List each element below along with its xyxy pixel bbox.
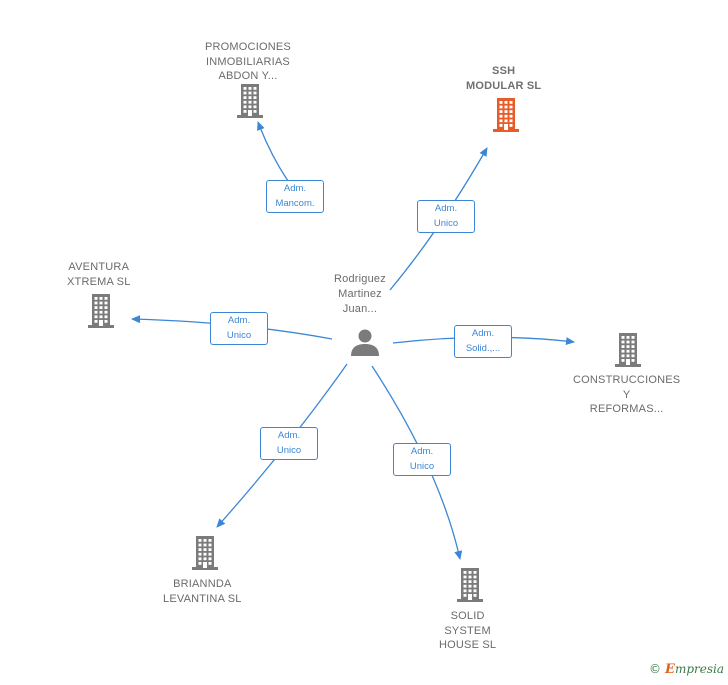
relation-label-aventura[interactable]: Adm. Unico [210, 312, 268, 345]
relation-label-line: Mancom. [275, 197, 315, 209]
company-label-line: SOLID [450, 610, 485, 622]
company-label-line: LEVANTINA SL [163, 592, 242, 605]
building-icon[interactable] [454, 567, 486, 608]
relation-label-line: Unico [433, 217, 459, 229]
company-label-line: PROMOCIONES [205, 41, 291, 53]
relation-label-solid[interactable]: Adm. Unico [393, 443, 451, 476]
edge-to-promociones [257, 121, 289, 182]
company-label-line: SSH [492, 65, 516, 77]
person-name-line: Rodriguez [334, 273, 386, 285]
relation-label-line: Adm. [410, 446, 434, 457]
company-label-promociones[interactable]: PROMOCIONES INMOBILIARIAS ABDON Y... [205, 40, 291, 84]
footer-brand: ©Empresia [649, 662, 724, 677]
relation-label-line: Unico [276, 444, 302, 456]
building-icon[interactable] [612, 332, 644, 373]
building-icon[interactable] [234, 83, 266, 124]
company-label-line: SYSTEM [444, 624, 491, 637]
company-label-line: XTREMA SL [67, 275, 131, 288]
company-label-line: MODULAR SL [466, 79, 542, 92]
relation-label-line: Adm. [283, 183, 307, 194]
company-label-solid[interactable]: SOLID SYSTEM HOUSE SL [439, 609, 496, 653]
relation-label-line: Solid.,... [465, 342, 501, 354]
company-label-aventura[interactable]: AVENTURA XTREMA SL [67, 260, 131, 289]
brand-name: mpresia [674, 662, 724, 676]
company-label-line: REFORMAS... [589, 403, 664, 415]
company-label-line: Y [622, 388, 631, 401]
relation-label-promociones[interactable]: Adm. Mancom. [266, 180, 324, 213]
relation-label-brianda[interactable]: Adm. Unico [260, 427, 318, 460]
company-label-construcciones[interactable]: CONSTRUCCIONES Y REFORMAS... [573, 373, 680, 417]
relation-label-line: Adm. [471, 328, 495, 339]
copyright-symbol: © [649, 662, 662, 676]
building-icon[interactable] [85, 293, 117, 334]
brand-initial: E [665, 662, 675, 677]
building-icon[interactable] [189, 535, 221, 576]
person-name-line: Martinez [338, 288, 382, 300]
company-label-line: AVENTURA [68, 261, 130, 273]
company-label-ssh[interactable]: SSH MODULAR SL [466, 64, 541, 93]
company-label-brianda[interactable]: BRIANNDA LEVANTINA SL [163, 577, 242, 606]
relation-label-line: Unico [226, 329, 252, 341]
relation-label-line: Adm. [227, 315, 251, 326]
relation-label-construcciones[interactable]: Adm. Solid.,... [454, 325, 512, 358]
relation-label-line: Adm. [434, 203, 458, 214]
company-label-line: CONSTRUCCIONES [573, 374, 681, 386]
company-label-line: ABDON Y... [218, 70, 278, 82]
relation-label-line: Unico [409, 460, 435, 472]
person-icon[interactable] [350, 327, 380, 362]
company-label-line: HOUSE SL [439, 639, 497, 651]
person-name-line: Juan... [342, 303, 378, 315]
building-icon[interactable] [490, 97, 522, 138]
relation-label-line: Adm. [277, 430, 301, 441]
relation-label-ssh[interactable]: Adm. Unico [417, 200, 475, 233]
company-label-line: BRIANNDA [173, 578, 232, 590]
company-label-line: INMOBILIARIAS [206, 55, 290, 68]
